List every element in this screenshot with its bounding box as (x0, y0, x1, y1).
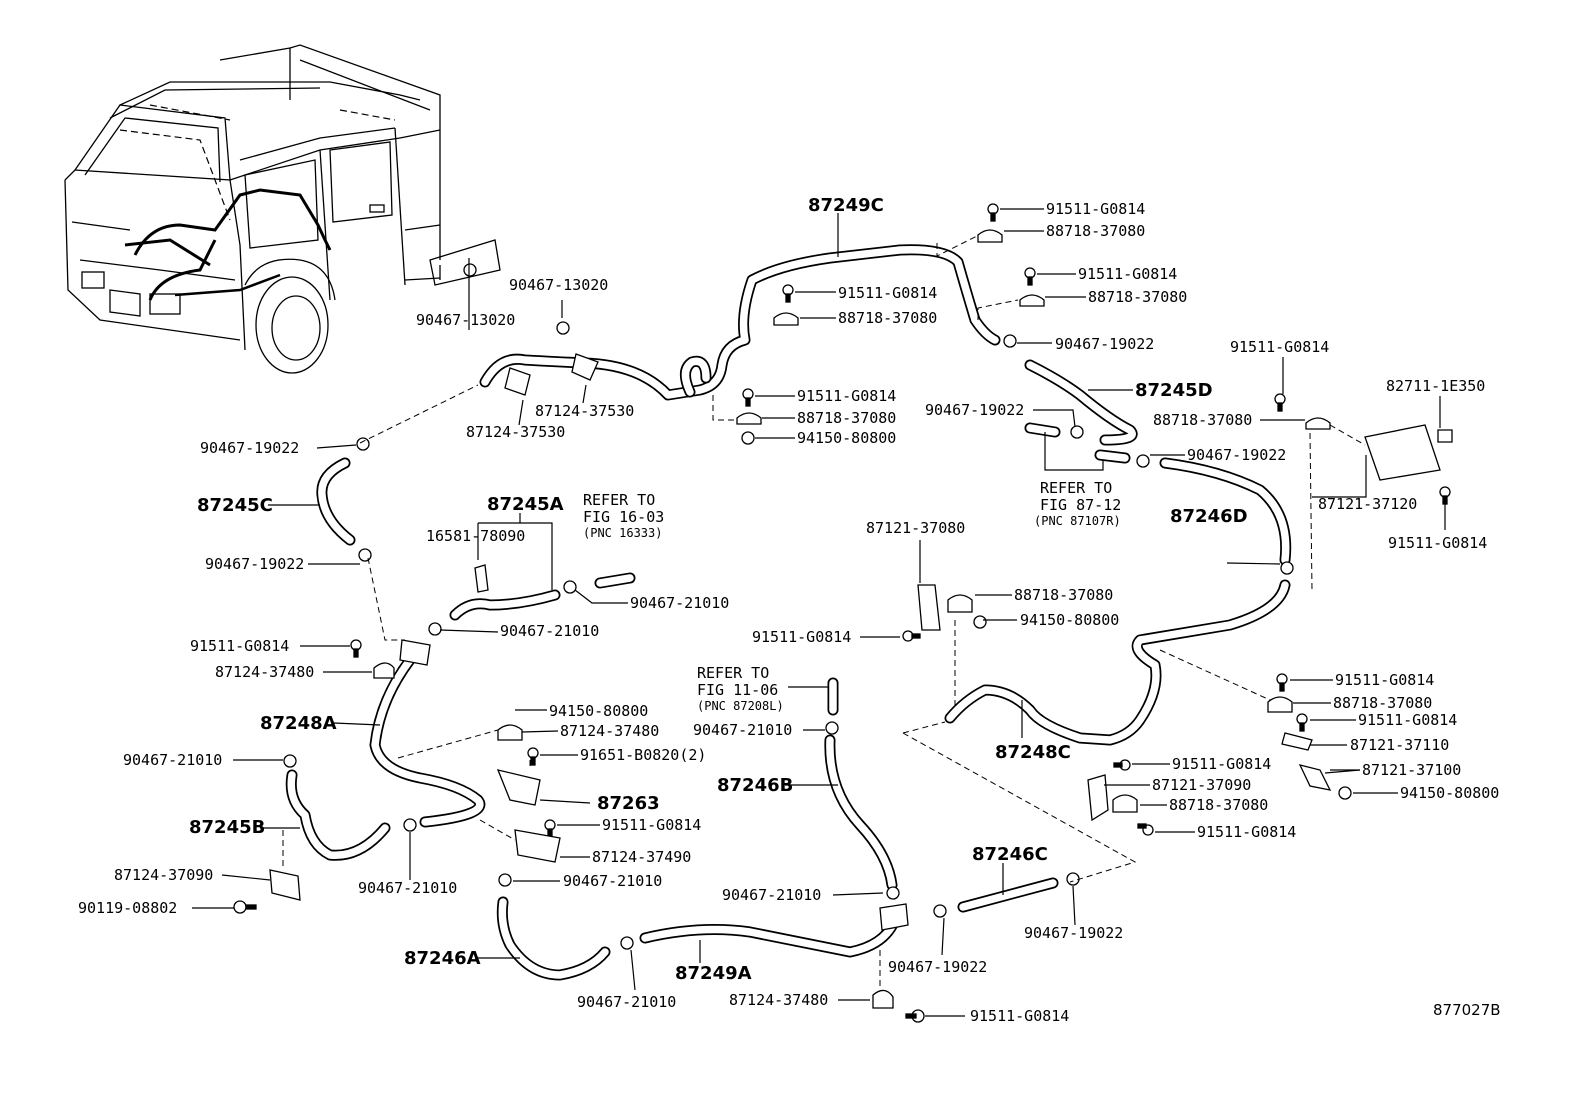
clamp-icon (373, 229, 1331, 1009)
refer-note-line: (PNC 87107R) (1034, 514, 1121, 528)
part-label: 90467-21010 (500, 622, 599, 640)
part-label: 90467-19022 (1187, 446, 1286, 464)
part-label: 87124-37530 (466, 423, 565, 441)
hose-label-87263: 87263 (597, 793, 660, 814)
part-label: 91511-G0814 (1358, 711, 1457, 729)
hose-label-87245D: 87245D (1135, 380, 1213, 401)
refer-note-line: REFER TO (1040, 479, 1112, 497)
refer-notes: REFER TO FIG 16-03 (PNC 16333) REFER TO … (583, 479, 1121, 713)
hose-label-87249C: 87249C (808, 195, 884, 216)
part-label: 90467-21010 (577, 993, 676, 1011)
hose-label-87246A: 87246A (404, 948, 481, 969)
part-label: 91511-G0814 (1230, 338, 1329, 356)
part-label: 94150-80800 (549, 702, 648, 720)
part-label: 94150-80800 (1400, 784, 1499, 802)
part-label: 94150-80800 (797, 429, 896, 447)
part-label: 91511-G0814 (970, 1007, 1069, 1025)
part-label: 91511-G0814 (1388, 534, 1487, 552)
part-number-labels: 91511-G0814 88718-37080 91511-G0814 8871… (78, 200, 1499, 1025)
part-label: 87124-37490 (592, 848, 691, 866)
part-label: 90119-08802 (78, 899, 177, 917)
part-label: 91511-G0814 (1335, 671, 1434, 689)
part-label: 87124-37480 (729, 991, 828, 1009)
part-label: 90467-19022 (1055, 335, 1154, 353)
part-label: 90467-21010 (123, 751, 222, 769)
refer-note-line: FIG 16-03 (583, 508, 664, 526)
hose-label-87246B: 87246B (717, 775, 793, 796)
part-label: 90467-19022 (925, 401, 1024, 419)
refer-note-line: FIG 87-12 (1040, 496, 1121, 514)
part-label: 88718-37080 (1014, 586, 1113, 604)
part-label: 91511-G0814 (752, 628, 851, 646)
part-label: 16581-78090 (426, 527, 525, 545)
hose-label-87245C: 87245C (197, 495, 273, 516)
part-label: 91511-G0814 (797, 387, 896, 405)
part-label: 88718-37080 (1088, 288, 1187, 306)
part-label: 88718-37080 (1046, 222, 1145, 240)
hose-label-87245B: 87245B (189, 817, 265, 838)
hose-group (285, 244, 1292, 981)
hose-labels: 87249C 87245D 87245C 87245A 87246D 87248… (189, 195, 1248, 984)
part-label: 90467-13020 (416, 311, 515, 329)
part-label: 87124-37530 (535, 402, 634, 420)
part-label: 91511-G0814 (1078, 265, 1177, 283)
part-label: 88718-37080 (838, 309, 937, 327)
part-label: 91511-G0814 (1197, 823, 1296, 841)
hose-label-87246C: 87246C (972, 844, 1048, 865)
part-label: 82711-1E350 (1386, 377, 1485, 395)
part-label: 87124-37090 (114, 866, 213, 884)
part-label: 91511-G0814 (838, 284, 937, 302)
part-label: 91511-G0814 (602, 816, 701, 834)
refer-note-line: FIG 11-06 (697, 681, 778, 699)
hose-label-87249A: 87249A (675, 963, 752, 984)
part-label: 91651-B0820(2) (580, 746, 706, 764)
part-label: 87121-37110 (1350, 736, 1449, 754)
refer-note-line: (PNC 87208L) (697, 699, 784, 713)
part-label: 94150-80800 (1020, 611, 1119, 629)
part-label: 87121-37100 (1362, 761, 1461, 779)
fittings-group (233, 203, 1453, 1023)
part-label: 87121-37090 (1152, 776, 1251, 794)
part-label: 91511-G0814 (1172, 755, 1271, 773)
hose-label-87248C: 87248C (995, 742, 1071, 763)
part-label: 90467-21010 (563, 872, 662, 890)
refer-note-line: REFER TO (697, 664, 769, 682)
part-label: 90467-21010 (630, 594, 729, 612)
part-label: 87121-37120 (1318, 495, 1417, 513)
leader-lines (192, 208, 1446, 1017)
bracket-icon (269, 353, 1453, 931)
part-label: 88718-37080 (797, 409, 896, 427)
hose-label-87248A: 87248A (260, 713, 337, 734)
part-label: 90467-19022 (888, 958, 987, 976)
truck-illustration (64, 44, 501, 374)
part-label: 90467-21010 (358, 879, 457, 897)
part-label: 87124-37480 (215, 663, 314, 681)
part-label: 91511-G0814 (190, 637, 289, 655)
part-label: 87121-37080 (866, 519, 965, 537)
refer-note-line: (PNC 16333) (583, 526, 662, 540)
part-label: 90467-19022 (200, 439, 299, 457)
part-label: 90467-21010 (722, 886, 821, 904)
part-label: 88718-37080 (1169, 796, 1268, 814)
part-label: 87124-37480 (560, 722, 659, 740)
dashed-guides (282, 235, 1366, 990)
hose-label-87245A: 87245A (487, 494, 564, 515)
part-label: 90467-19022 (205, 555, 304, 573)
part-label: 88718-37080 (1153, 411, 1252, 429)
part-label: 90467-19022 (1024, 924, 1123, 942)
part-label: 90467-21010 (693, 721, 792, 739)
part-label: 90467-13020 (509, 276, 608, 294)
hose-label-87246D: 87246D (1170, 506, 1248, 527)
diagram-code: 877027B (1433, 1001, 1501, 1019)
hose-clip-icon (283, 263, 1352, 950)
refer-note-line: REFER TO (583, 491, 655, 509)
part-label: 88718-37080 (1333, 694, 1432, 712)
part-label: 91511-G0814 (1046, 200, 1145, 218)
